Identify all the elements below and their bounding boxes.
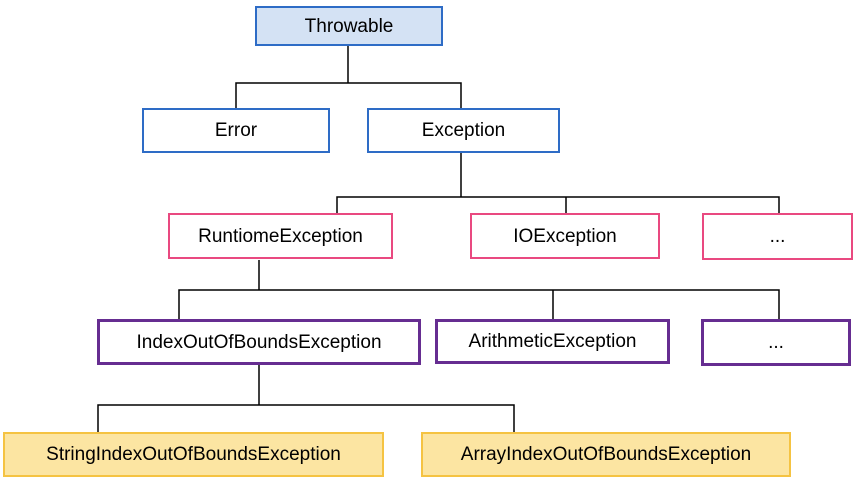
node-runtiome-exception: RuntiomeException bbox=[168, 213, 393, 259]
node-arithmetic-exception: ArithmeticException bbox=[435, 319, 670, 364]
node-index-out-of-bounds-exception: IndexOutOfBoundsException bbox=[97, 319, 421, 365]
node-array-index-out-of-bounds-exception: ArrayIndexOutOfBoundsException bbox=[421, 432, 791, 477]
node-string-index-out-of-bounds-exception: StringIndexOutOfBoundsException bbox=[3, 432, 384, 477]
node-throwable: Throwable bbox=[255, 6, 443, 46]
connector-exception-children bbox=[336, 153, 780, 213]
node-runtiome-others-ellipsis: ... bbox=[701, 319, 851, 366]
node-exception: Exception bbox=[367, 108, 560, 153]
node-error: Error bbox=[142, 108, 330, 153]
connector-throwable-children bbox=[235, 46, 462, 108]
node-exception-others-ellipsis: ... bbox=[702, 213, 853, 260]
connector-runtiome-children bbox=[178, 260, 780, 319]
node-io-exception: IOException bbox=[470, 213, 660, 259]
connector-indexoob-children bbox=[97, 365, 515, 432]
